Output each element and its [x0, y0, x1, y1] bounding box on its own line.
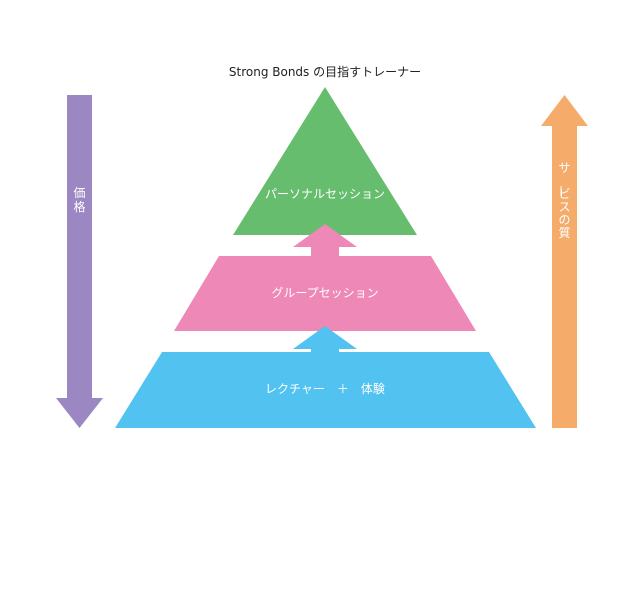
up-connector-icon — [293, 326, 357, 352]
tier-group-label: グループセッション — [271, 286, 378, 300]
up-arrow-icon — [541, 95, 588, 428]
price-arrow: 価格 — [56, 95, 103, 428]
pyramid-base-trapezoid — [115, 352, 536, 428]
diagram-title: Strong Bonds の目指すトレーナー — [229, 64, 421, 79]
tier-personal-session: パーソナルセッション — [233, 87, 417, 235]
tier-lecture-label: レクチャー ＋ 体験 — [265, 381, 385, 396]
service-quality-label: サービスの質 — [553, 161, 570, 240]
tier-personal-label: パーソナルセッション — [265, 187, 385, 201]
pyramid-middle-trapezoid — [174, 256, 476, 331]
price-label: 価格 — [73, 186, 85, 214]
pyramid-top-triangle — [233, 87, 417, 235]
tier-group-session: グループセッション — [174, 256, 476, 331]
down-arrow-icon — [56, 95, 103, 428]
service-quality-arrow: サービスの質 — [541, 95, 588, 428]
up-connector-icon — [293, 224, 357, 256]
tier-lecture-experience: レクチャー ＋ 体験 — [115, 352, 536, 428]
